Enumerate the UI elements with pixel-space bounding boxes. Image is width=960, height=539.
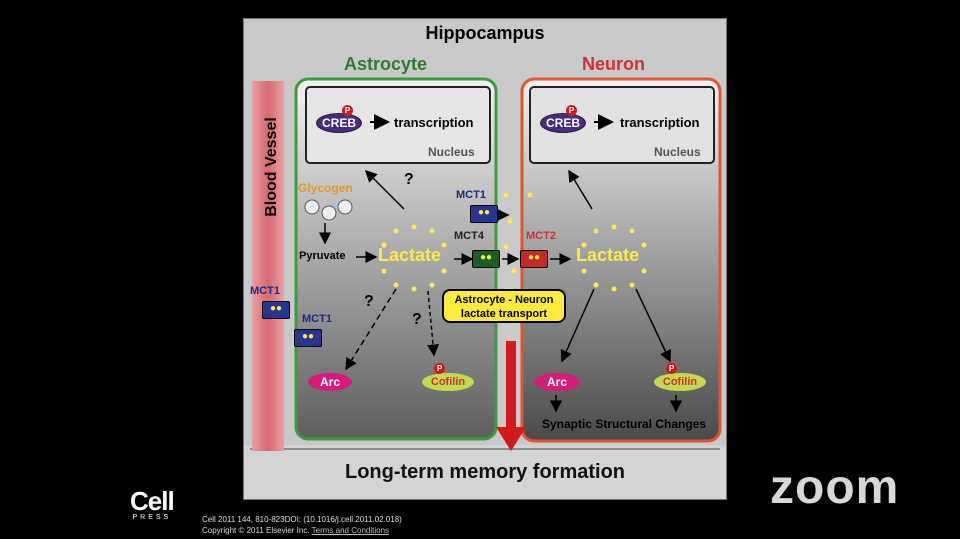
mct1-top-label: MCT1	[456, 189, 486, 201]
astro-arc-badge: Arc	[308, 373, 352, 391]
terms-link[interactable]: Terms and Conditions	[311, 526, 390, 535]
pyruvate-label: Pyruvate	[299, 250, 346, 262]
neuron-creb-phospho-icon: P	[566, 105, 577, 116]
memory-formation-label: Long-term memory formation	[344, 461, 626, 483]
transport-callout: Astrocyte - Neuron lactate transport	[442, 289, 566, 323]
memory-band	[244, 445, 726, 499]
astro-creb-phospho-icon: P	[342, 105, 353, 116]
mct1-top-transporter: ●●	[470, 205, 498, 223]
astro-cofilin-badge: Cofilin	[422, 373, 474, 391]
mct4-transporter: ●●	[472, 250, 500, 268]
zoom-logo: zoom	[770, 461, 900, 514]
neuron-lactate-label: Lactate	[576, 245, 640, 265]
question-mark-2: ?	[364, 293, 374, 310]
mct2-transporter: ●●	[520, 250, 548, 268]
astrocyte-label: Astrocyte	[344, 54, 428, 74]
neuron-creb-badge: CREB	[540, 113, 586, 133]
astro-lactate-arc-arrow	[345, 288, 397, 371]
copyright-text: Copyright © 2011 Elsevier Inc.	[202, 526, 310, 535]
diagram-figure: Hippocampus Astrocyte Neuron Blood Vesse…	[243, 18, 727, 500]
memory-arrow	[496, 341, 526, 451]
page-title: Hippocampus	[425, 23, 545, 43]
extracellular-lactate-dots	[503, 192, 533, 274]
neuron-cofilin-phospho-icon: P	[666, 363, 677, 374]
diagram-canvas	[244, 77, 726, 499]
question-mark-1: ?	[404, 171, 414, 188]
neuron-arc-badge: Arc	[534, 373, 580, 391]
mct4-label: MCT4	[454, 230, 484, 242]
citation-line2: Copyright © 2011 Elsevier Inc. Terms and…	[202, 525, 522, 536]
neuron-lactate-to-nucleus-arrow	[568, 169, 593, 210]
astro-transcription-text: transcription	[394, 115, 474, 130]
transport-callout-line2: lactate transport	[460, 308, 548, 320]
glycogen-icon	[304, 199, 353, 221]
cell-logo-text: Cell	[130, 486, 175, 516]
astro-lactate-to-nucleus-arrow	[364, 169, 405, 210]
glycogen-label: Glycogen	[298, 181, 353, 195]
neuron-nucleus	[529, 86, 715, 164]
mct2-label: MCT2	[526, 230, 556, 242]
mct1-vessel-transporter: ●●	[262, 301, 290, 319]
cell-press-logo: Cell PRESS	[130, 486, 175, 521]
astro-creb-badge: CREB	[316, 113, 362, 133]
astro-lactate-cofilin-arrow	[427, 290, 439, 357]
blood-vessel	[252, 81, 284, 451]
astro-lactate-dots	[381, 224, 447, 292]
neuron-nucleus-label: Nucleus	[654, 145, 701, 159]
press-logo-text: PRESS	[132, 514, 172, 521]
mct1-vessel-label: MCT1	[250, 285, 280, 297]
neuron-lactate-cofilin-arrow	[635, 288, 671, 363]
citation: Cell 2011 144, 810-823DOI: (10.1016/j.ce…	[202, 514, 522, 536]
neuron-lactate-dots	[581, 224, 647, 292]
blood-vessel-label: Blood Vessel	[263, 117, 280, 217]
neuron-transcription-text: transcription	[620, 115, 700, 130]
neuron-lactate-arc-arrow	[560, 288, 595, 363]
mct1-astro-transporter: ●●	[294, 329, 322, 347]
synaptic-changes-label: Synaptic Structural Changes	[541, 417, 707, 431]
question-mark-3: ?	[412, 311, 422, 328]
astro-cofilin-phospho-icon: P	[434, 363, 445, 374]
neuron-label: Neuron	[582, 54, 645, 74]
mct1-astro-label: MCT1	[302, 313, 332, 325]
citation-line1: Cell 2011 144, 810-823DOI: (10.1016/j.ce…	[202, 515, 402, 524]
neuron-cofilin-badge: Cofilin	[654, 373, 706, 391]
astro-nucleus-label: Nucleus	[428, 145, 475, 159]
astro-lactate-label: Lactate	[378, 245, 442, 265]
transport-callout-line1: Astrocyte - Neuron	[454, 294, 554, 306]
astro-nucleus	[305, 86, 491, 164]
